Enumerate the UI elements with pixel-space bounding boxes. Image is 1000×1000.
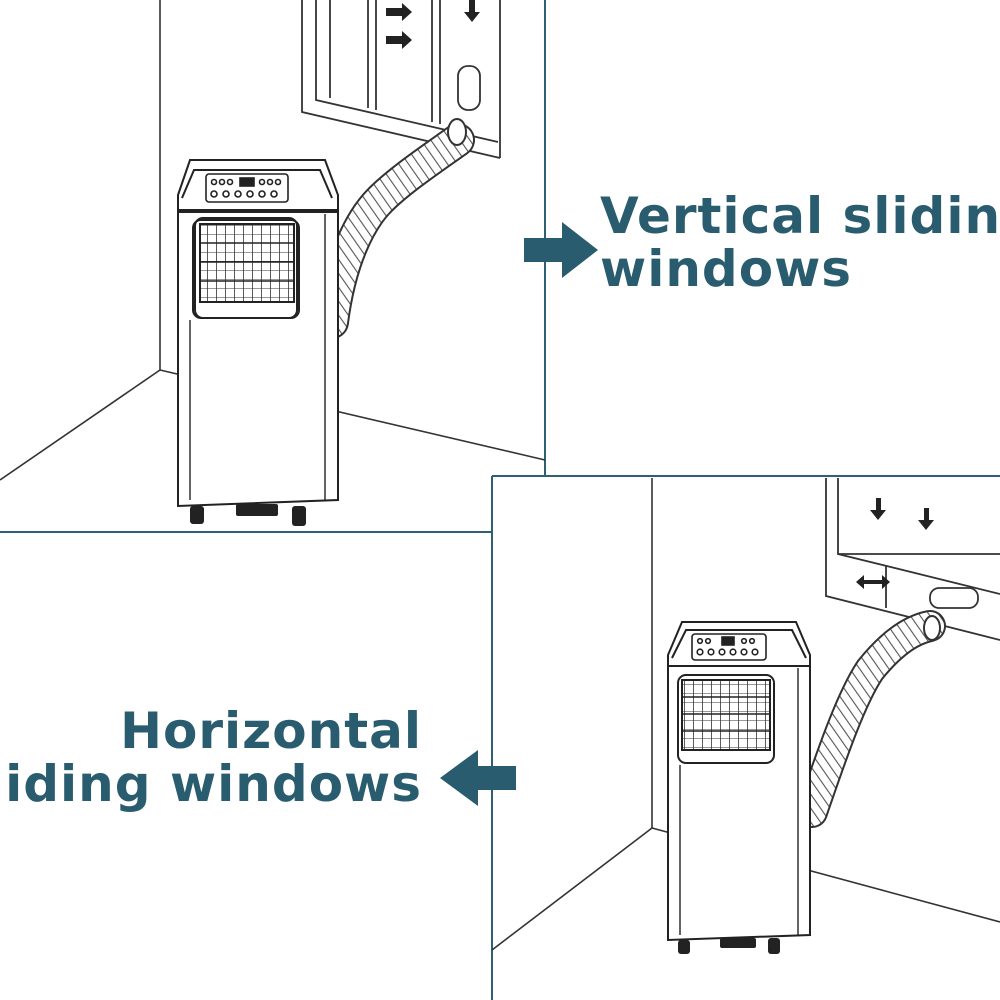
window-adapter bbox=[447, 118, 467, 146]
control-panel bbox=[205, 173, 289, 203]
horizontal-label-line2: sliding windows bbox=[0, 754, 422, 813]
portable-ac-unit-lower bbox=[667, 621, 811, 942]
casters bbox=[190, 504, 306, 526]
portable-ac-unit bbox=[177, 159, 339, 508]
window-arrows-lower bbox=[856, 498, 934, 589]
vertical-sliding-window bbox=[301, 0, 501, 159]
horizontal-sliding-windows-label: Horizontal sliding windows bbox=[0, 705, 422, 810]
top-panel bbox=[0, 0, 546, 533]
vertical-label-line1: Vertical sliding bbox=[600, 187, 1000, 245]
vertical-sliding-windows-label: Vertical sliding windows bbox=[600, 190, 1000, 295]
bottom-panel bbox=[491, 475, 1000, 1000]
arrow-right-icon bbox=[524, 222, 598, 278]
vertical-label-line2: windows bbox=[600, 239, 853, 298]
window-arrows bbox=[386, 0, 480, 49]
control-panel-lower bbox=[691, 633, 767, 661]
horizontal-label-line1: Horizontal bbox=[120, 702, 422, 760]
casters-lower bbox=[678, 938, 780, 954]
window-adapter-lower bbox=[923, 615, 941, 641]
arrow-left-icon bbox=[440, 750, 516, 806]
